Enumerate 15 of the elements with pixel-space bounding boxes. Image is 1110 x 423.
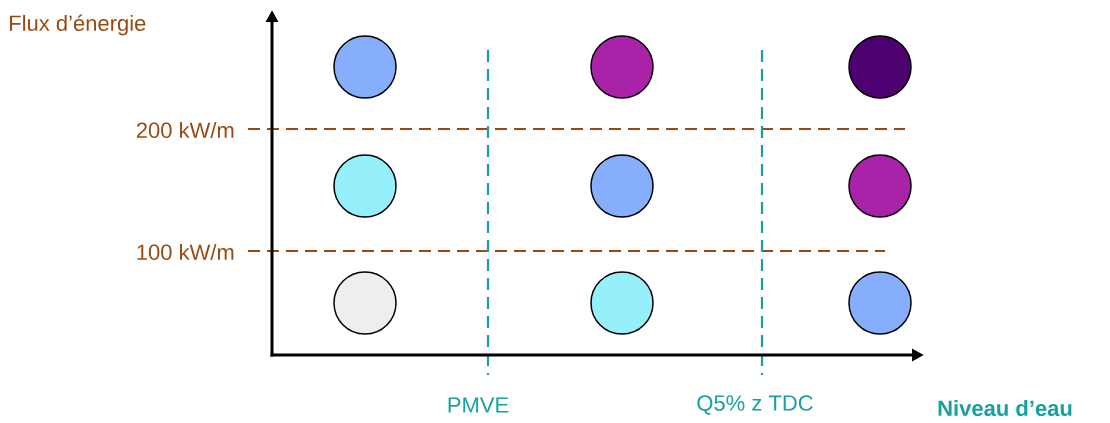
tick-label: PMVE: [448, 397, 509, 413]
category-circle: [848, 154, 912, 218]
category-circle: [590, 271, 654, 335]
axis-label: Niveau d’eau: [938, 399, 1072, 417]
category-circle: [333, 271, 397, 335]
tick-label: 200 kW/m: [136, 121, 234, 139]
category-circle: [590, 35, 654, 99]
category-circle: [333, 154, 397, 218]
category-circle: [848, 271, 912, 335]
category-circle: [333, 35, 397, 99]
category-circle: [590, 154, 654, 218]
tick-label: Q5% z TDC: [697, 395, 813, 415]
axis-label: Flux d’énergie: [10, 14, 146, 36]
category-circle: [848, 35, 912, 99]
tick-label: 100 kW/m: [137, 243, 234, 261]
